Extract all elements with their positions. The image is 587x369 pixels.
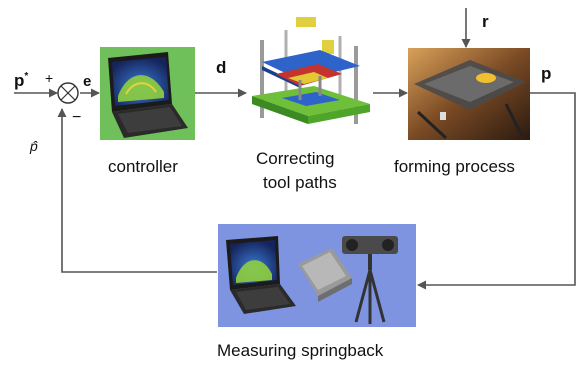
- laptop-icon: [108, 52, 188, 138]
- output-label: p: [541, 64, 551, 83]
- laptop-icon: [226, 236, 296, 314]
- reference-label: p*: [14, 71, 28, 90]
- disturbance-label: r: [482, 12, 489, 31]
- signal-lines: [14, 8, 576, 290]
- sheet-part-icon: [298, 248, 352, 302]
- control-label: d: [216, 58, 226, 77]
- measuring-caption: Measuring springback: [217, 341, 384, 360]
- tool-paths-caption-line1: Correcting: [256, 149, 334, 168]
- measuring-block: [218, 224, 416, 327]
- error-label: e: [83, 73, 91, 90]
- 3d-scanner-icon: [342, 236, 398, 324]
- press-machine-icon: [252, 17, 370, 124]
- tool-paths-block: [252, 17, 370, 124]
- controller-caption: controller: [108, 157, 178, 176]
- forming-process-block: [408, 48, 530, 140]
- controller-block: [100, 47, 195, 140]
- arrow-output-to-measuring: [417, 92, 576, 290]
- feedback-label: p̂: [29, 138, 38, 154]
- arrow-feedback-to-sum: [57, 108, 217, 273]
- tool-paths-caption-line2: tool paths: [263, 173, 337, 192]
- summing-junction: [57, 82, 79, 104]
- plus-sign: +: [45, 70, 53, 86]
- forming-caption: forming process: [394, 157, 515, 176]
- minus-sign: −: [72, 109, 81, 126]
